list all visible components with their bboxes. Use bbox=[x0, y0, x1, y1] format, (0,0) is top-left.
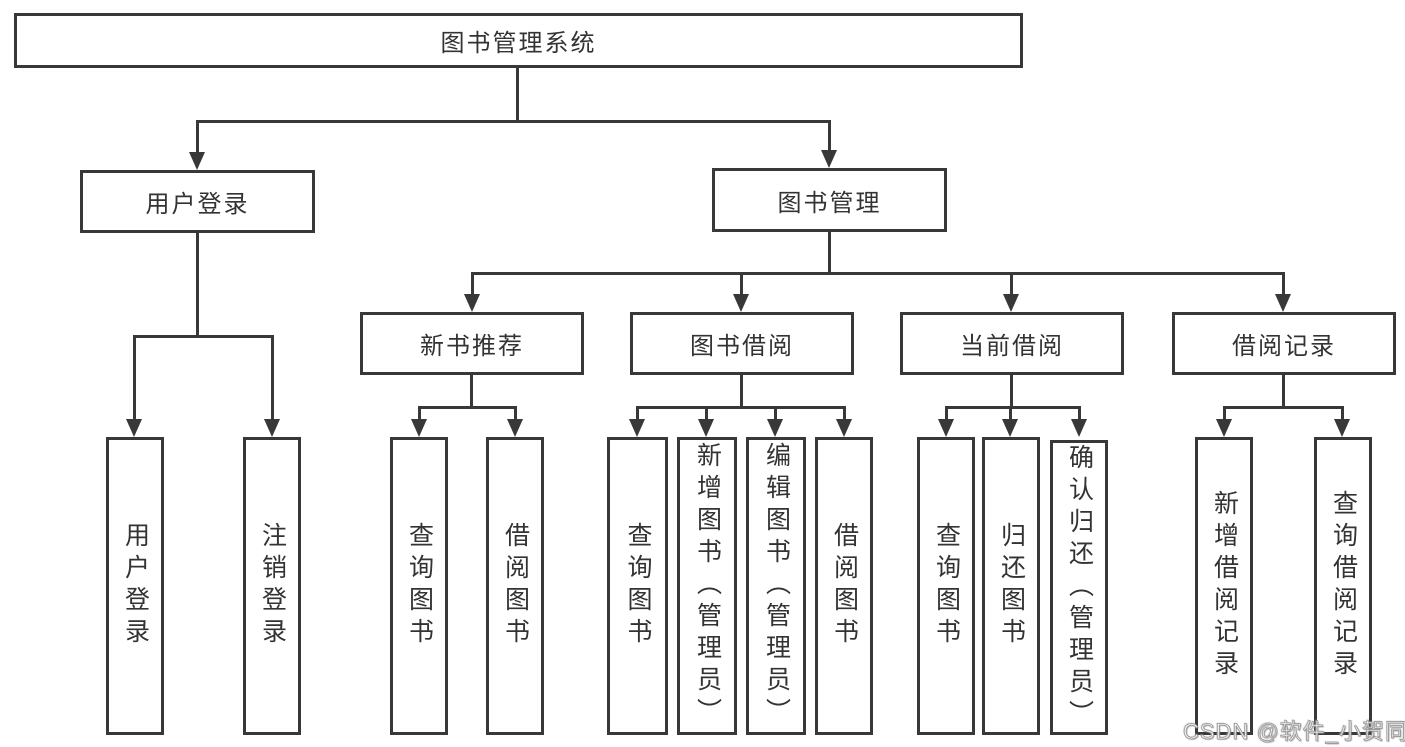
connector-book-borrow-drop-4 bbox=[843, 406, 846, 421]
node-new-book-recommend: 新书推荐 bbox=[360, 312, 584, 375]
connector-book-borrow-stem bbox=[740, 375, 743, 406]
leaf-query-books-1: 查询图书 bbox=[390, 437, 448, 735]
connector-root-stem bbox=[516, 68, 519, 120]
leaf-query-books-2: 查询图书 bbox=[607, 437, 668, 735]
leaf-logout: 注销登录 bbox=[243, 437, 301, 735]
connector-current-borrow-drop-1 bbox=[945, 406, 948, 421]
arrow-to-query-books-3 bbox=[938, 419, 954, 437]
connector-book-borrow-hline bbox=[636, 406, 846, 409]
leaf-query-borrow-record: 查询借阅记录 bbox=[1314, 437, 1372, 735]
connector-root-hline bbox=[196, 120, 831, 123]
arrow-to-return-books bbox=[1002, 419, 1018, 437]
arrow-to-query-borrow-record bbox=[1334, 419, 1350, 437]
connector-new-book-drop-2 bbox=[514, 406, 517, 421]
connector-current-borrow-hline bbox=[945, 406, 1081, 409]
connector-borrow-records-drop-1 bbox=[1223, 406, 1226, 421]
connector-root-drop-right bbox=[828, 120, 831, 152]
node-user-login: 用户登录 bbox=[80, 170, 315, 233]
arrow-to-user-login bbox=[189, 152, 205, 170]
arrow-to-book-borrow bbox=[733, 294, 749, 312]
connector-drop-borrow-records bbox=[1282, 272, 1285, 296]
connector-current-borrow-stem bbox=[1010, 375, 1013, 406]
connector-root-drop-left bbox=[196, 120, 199, 154]
arrow-to-query-books-1 bbox=[411, 419, 427, 437]
connector-book-borrow-drop-2 bbox=[705, 406, 708, 421]
arrow-to-borrow-books-2 bbox=[836, 419, 852, 437]
arrow-to-book-management bbox=[821, 150, 837, 168]
connector-user-login-hline bbox=[133, 335, 274, 338]
connector-book-mgmt-hline bbox=[471, 272, 1285, 275]
leaf-query-books-3: 查询图书 bbox=[917, 437, 975, 735]
node-current-borrow: 当前借阅 bbox=[900, 312, 1124, 375]
leaf-return-books: 归还图书 bbox=[982, 437, 1040, 735]
connector-user-login-drop-1 bbox=[133, 335, 136, 421]
connector-borrow-records-hline bbox=[1223, 406, 1344, 409]
connector-current-borrow-drop-3 bbox=[1078, 406, 1081, 421]
connector-current-borrow-drop-2 bbox=[1009, 406, 1012, 421]
connector-book-borrow-drop-1 bbox=[636, 406, 639, 421]
node-borrow-records: 借阅记录 bbox=[1172, 312, 1396, 375]
arrow-to-leaf-logout bbox=[264, 419, 280, 437]
connector-drop-book-borrow bbox=[740, 272, 743, 296]
connector-book-borrow-drop-3 bbox=[774, 406, 777, 421]
connector-new-book-hline bbox=[418, 406, 517, 409]
arrow-to-add-book-admin bbox=[698, 419, 714, 437]
node-library-system: 图书管理系统 bbox=[14, 13, 1023, 68]
arrow-to-new-book-recommend bbox=[464, 294, 480, 312]
arrow-to-edit-book-admin bbox=[767, 419, 783, 437]
connector-drop-new-book bbox=[471, 272, 474, 296]
leaf-add-book-admin: 新增图书（管理员） bbox=[677, 437, 737, 735]
arrow-to-current-borrow bbox=[1003, 294, 1019, 312]
leaf-confirm-return-admin: 确认归还（管理员） bbox=[1050, 440, 1108, 735]
connector-drop-current-borrow bbox=[1010, 272, 1013, 296]
connector-new-book-stem bbox=[470, 375, 473, 406]
connector-new-book-drop-1 bbox=[418, 406, 421, 421]
leaf-edit-book-admin: 编辑图书（管理员） bbox=[746, 437, 806, 735]
connector-book-mgmt-stem bbox=[828, 232, 831, 272]
arrow-to-add-borrow-record bbox=[1216, 419, 1232, 437]
connector-borrow-records-drop-2 bbox=[1341, 406, 1344, 421]
arrow-to-leaf-user-login bbox=[126, 419, 142, 437]
connector-user-login-drop-2 bbox=[271, 335, 274, 421]
leaf-borrow-books-2: 借阅图书 bbox=[815, 437, 873, 735]
csdn-watermark: CSDN @软件_小贺同学 bbox=[1182, 719, 1405, 745]
arrow-to-borrow-records bbox=[1275, 294, 1291, 312]
arrow-to-borrow-books-1 bbox=[507, 419, 523, 437]
leaf-user-login: 用户登录 bbox=[106, 437, 164, 735]
leaf-add-borrow-record: 新增借阅记录 bbox=[1195, 437, 1253, 735]
arrow-to-query-books-2 bbox=[629, 419, 645, 437]
node-book-management: 图书管理 bbox=[712, 168, 947, 232]
node-book-borrow: 图书借阅 bbox=[630, 312, 854, 375]
arrow-to-confirm-return-admin bbox=[1071, 419, 1087, 437]
connector-user-login-stem bbox=[196, 233, 199, 335]
leaf-borrow-books-1: 借阅图书 bbox=[486, 437, 544, 735]
connector-borrow-records-stem bbox=[1282, 375, 1285, 406]
